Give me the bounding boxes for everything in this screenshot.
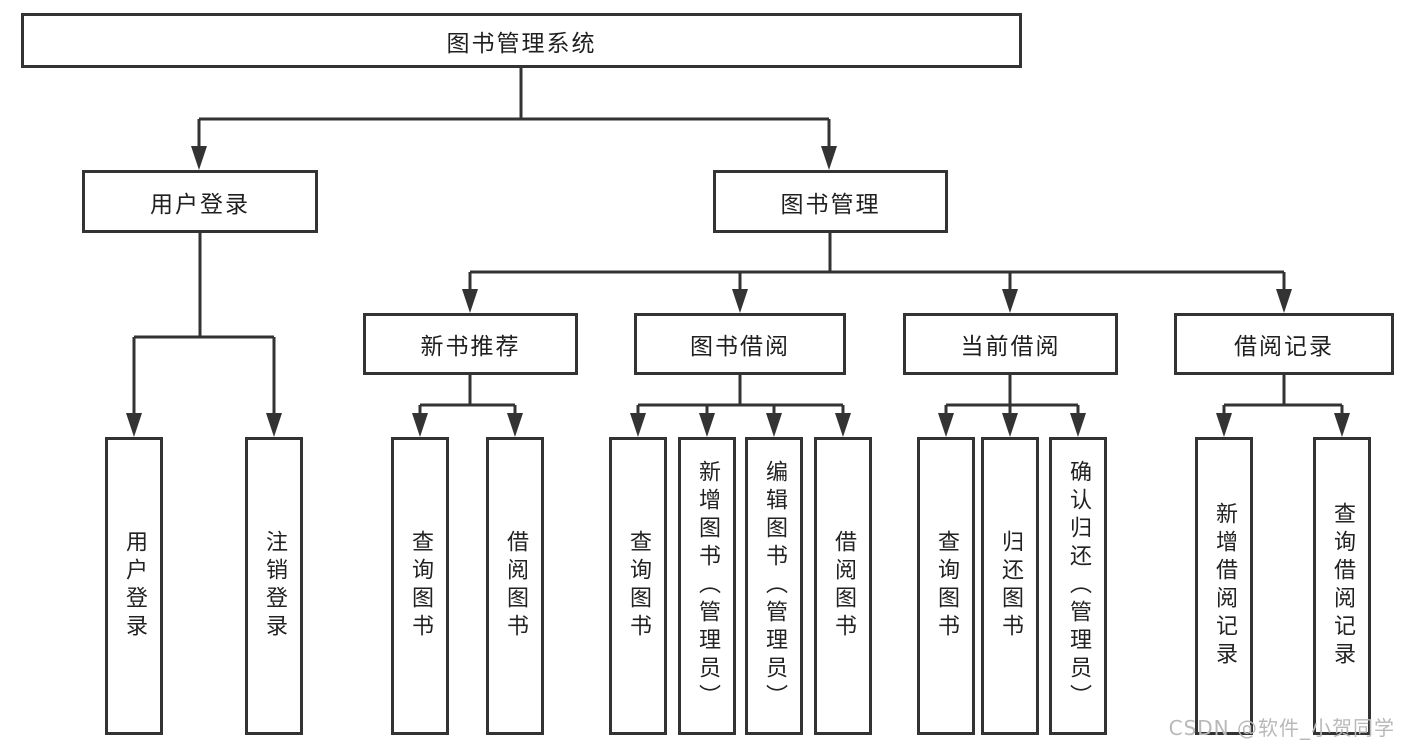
leaf-confirm-return-admin: 确认归还（管理员） (1049, 437, 1107, 735)
leaf-borrow-books: 借阅图书 (814, 437, 872, 735)
node-book-management: 图书管理 (713, 170, 948, 233)
leaf-label: 查询借阅记录 (1330, 502, 1355, 670)
leaf-logout: 注销登录 (245, 437, 303, 735)
node-current-borrow: 当前借阅 (903, 313, 1118, 375)
node-book-borrow: 图书借阅 (634, 313, 846, 375)
node-user-login: 用户登录 (82, 170, 318, 233)
leaf-edit-books-admin: 编辑图书（管理员） (745, 437, 803, 735)
leaf-add-books-admin: 新增图书（管理员） (678, 437, 736, 735)
leaf-label: 查询图书 (408, 530, 433, 642)
node-borrow-records: 借阅记录 (1174, 313, 1394, 375)
connector-shafts (132, 68, 1344, 417)
leaf-borrow-books-recommend: 借阅图书 (486, 437, 544, 735)
leaf-query-books-borrow: 查询图书 (609, 437, 667, 735)
leaf-add-borrow-record: 新增借阅记录 (1195, 437, 1253, 735)
leaf-label: 借阅图书 (503, 530, 528, 642)
leaf-label: 新增图书（管理员） (695, 460, 720, 712)
leaf-label: 查询图书 (626, 530, 651, 642)
csdn-watermark: CSDN @软件_小贺同学 (1168, 716, 1395, 740)
leaf-label: 归还图书 (998, 530, 1023, 642)
arrowheads (126, 146, 1350, 437)
leaf-label: 用户登录 (122, 530, 147, 642)
leaf-query-borrow-record: 查询借阅记录 (1313, 437, 1371, 735)
leaf-label: 借阅图书 (831, 530, 856, 642)
leaf-user-login: 用户登录 (105, 437, 163, 735)
leaf-label: 查询图书 (934, 530, 959, 642)
leaf-label: 编辑图书（管理员） (762, 460, 787, 712)
leaf-label: 确认归还（管理员） (1066, 460, 1091, 712)
leaf-query-books-current: 查询图书 (917, 437, 975, 735)
leaf-label: 注销登录 (262, 530, 287, 642)
node-library-management-system: 图书管理系统 (21, 13, 1022, 68)
leaf-query-books-recommend: 查询图书 (391, 437, 449, 735)
leaf-label: 新增借阅记录 (1212, 502, 1237, 670)
leaf-return-books: 归还图书 (981, 437, 1039, 735)
node-new-book-recommend: 新书推荐 (363, 313, 578, 375)
